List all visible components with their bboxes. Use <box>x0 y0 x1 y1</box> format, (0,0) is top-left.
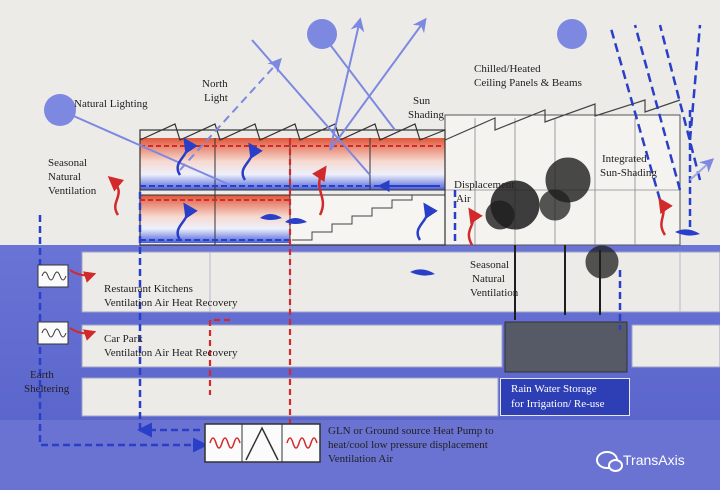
label-north-light-line1: North <box>202 78 228 90</box>
duct-red-2 <box>208 318 230 395</box>
stair <box>292 195 413 241</box>
label-seasonal-left-line2: Natural <box>48 171 81 183</box>
label-displacement-line2: Air <box>456 193 471 205</box>
label-seasonal-mid-line2: Natural <box>472 273 505 285</box>
label-sun-shading-line2: Shading <box>408 109 445 121</box>
basement-level-2 <box>81 324 503 368</box>
label-seasonal-mid-line3: Ventilation <box>470 287 519 299</box>
watermark: TransAxis <box>596 451 685 472</box>
label-gln-line3: Ventilation Air <box>328 453 394 465</box>
label-earth-line2: Sheltering <box>24 383 70 395</box>
heat-pump-icon <box>204 423 321 463</box>
office-frame <box>139 129 446 246</box>
label-rain-line2: for Irrigation/ Re-use <box>511 398 605 410</box>
label-carpark-line1: Car Park <box>104 333 143 345</box>
rainwater-tank <box>504 321 628 373</box>
label-seasonal-left-line3: Ventilation <box>48 185 97 197</box>
label-gln-line2: heat/cool low pressure displacement <box>328 439 488 451</box>
label-chilled-line1: Chilled/Heated <box>474 63 541 75</box>
watermark-text: TransAxis <box>623 452 685 468</box>
label-integrated-line2: Sun-Shading <box>600 167 657 179</box>
heat-exchanger-icon <box>37 264 69 288</box>
label-sun-shading-line1: Sun <box>413 95 431 107</box>
label-gln-line1: GLN or Ground source Heat Pump to <box>328 425 494 437</box>
atrium-roof <box>444 99 681 141</box>
label-restaurant-line2: Ventilation Air Heat Recovery <box>104 297 238 309</box>
label-integrated-line1: Integrated <box>602 153 647 165</box>
label-rain-line1: Rain Water Storage <box>511 383 597 395</box>
office-roof <box>139 123 446 141</box>
label-displacement-line1: Displacement <box>454 179 515 191</box>
basement-level-2-right <box>631 324 720 368</box>
label-carpark-line2: Ventilation Air Heat Recovery <box>104 347 238 359</box>
heat-exchanger-icon <box>37 321 69 345</box>
sun-icon <box>557 19 587 49</box>
tree-icon <box>485 157 619 320</box>
label-chilled-line2: Ceiling Panels & Beams <box>474 77 582 89</box>
office-lower-floor-mid <box>290 195 445 243</box>
label-restaurant-line1: Restaurant Kitchens <box>104 283 193 295</box>
label-seasonal-mid-line1: Seasonal <box>470 259 510 271</box>
label-natural-lighting: Natural Lighting <box>74 98 148 110</box>
label-earth-line1: Earth <box>30 369 54 381</box>
label-north-light-line2: Light <box>204 92 228 104</box>
wechat-logo-icon <box>596 451 623 472</box>
rain-water-storage-box: Rain Water Storage for Irrigation/ Re-us… <box>500 378 630 416</box>
label-seasonal-left-line1: Seasonal <box>48 157 88 169</box>
